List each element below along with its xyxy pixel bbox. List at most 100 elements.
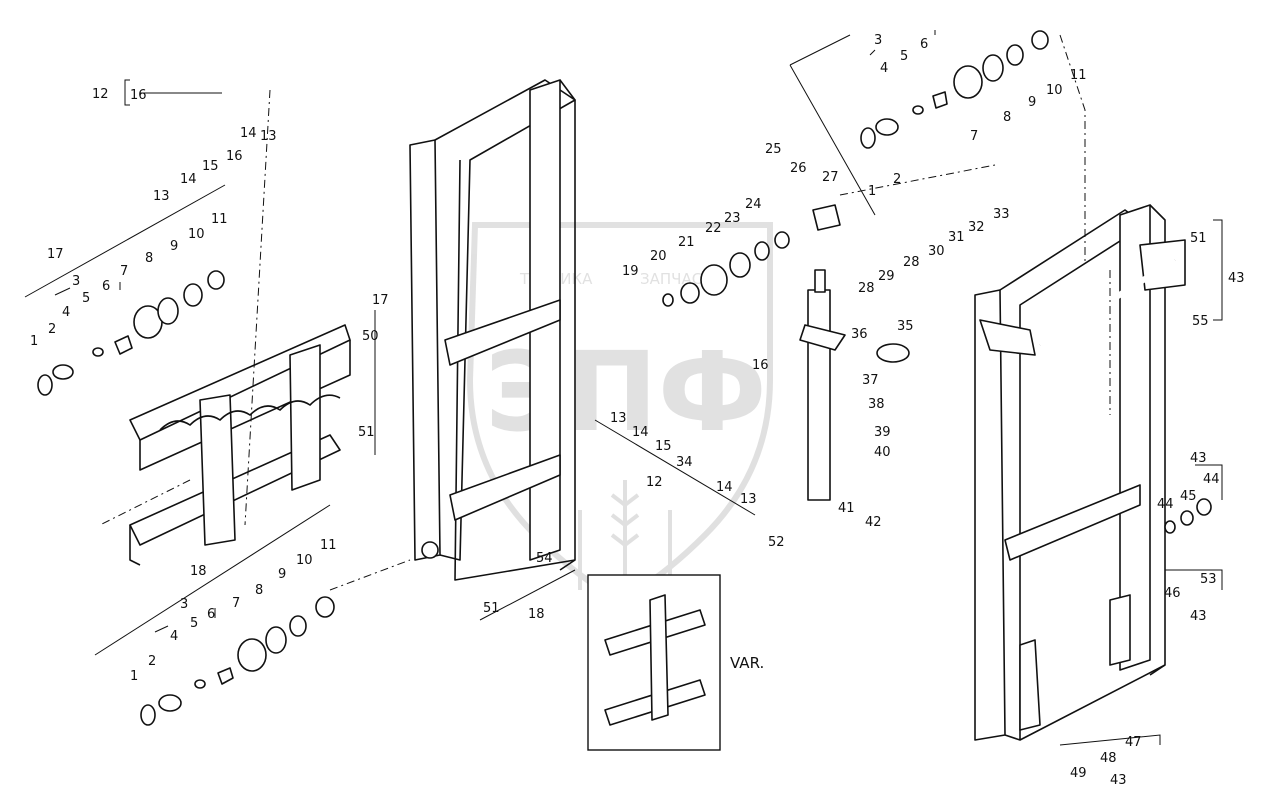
callout-8: 8 — [1003, 110, 1011, 125]
callout-11: 11 — [211, 212, 228, 227]
callout-18: 18 — [528, 607, 545, 622]
callout-7: 7 — [120, 264, 128, 279]
callout-9: 9 — [278, 567, 286, 582]
callout-11: 11 — [320, 538, 337, 553]
callout-5: 5 — [900, 49, 908, 64]
callout-4: 4 — [62, 305, 70, 320]
callout-50: 50 — [362, 329, 379, 344]
callout-32: 32 — [968, 220, 985, 235]
callout-8: 8 — [145, 251, 153, 266]
callout-42: 42 — [865, 515, 882, 530]
callout-13: 13 — [740, 492, 757, 507]
callout-36: 36 — [851, 327, 868, 342]
callout-13: 13 — [153, 189, 170, 204]
callout-27: 27 — [822, 170, 839, 185]
wheat-icon — [578, 480, 672, 590]
callout-14: 14 — [632, 425, 649, 440]
callout-20: 20 — [650, 249, 667, 264]
callout-54: 54 — [536, 551, 553, 566]
leader-lines — [24, 30, 1223, 746]
roller-assemblies — [37, 30, 1212, 726]
callout-13: 13 — [260, 129, 277, 144]
callout-4: 4 — [170, 629, 178, 644]
callout-2: 2 — [893, 172, 901, 187]
callout-13: 13 — [610, 411, 627, 426]
callout-51: 51 — [483, 601, 500, 616]
callout-6: 6 — [207, 607, 215, 622]
callout-16: 16 — [130, 88, 147, 103]
callout-5: 5 — [82, 291, 90, 306]
callout-21: 21 — [678, 235, 695, 250]
lift-cylinder — [799, 204, 910, 501]
callout-53: 53 — [1200, 572, 1217, 587]
callout-7: 7 — [232, 596, 240, 611]
callout-23: 23 — [724, 211, 741, 226]
callout-26: 26 — [790, 161, 807, 176]
variant-inset: VAR. — [587, 574, 764, 751]
callout-52: 52 — [768, 535, 785, 550]
callout-16: 16 — [752, 358, 769, 373]
callout-2: 2 — [148, 654, 156, 669]
callout-45: 45 — [1180, 489, 1197, 504]
callout-8: 8 — [255, 583, 263, 598]
callout-44: 44 — [1157, 497, 1174, 512]
callout-17: 17 — [47, 247, 64, 262]
callout-16: 16 — [226, 149, 243, 164]
callout-3: 3 — [72, 274, 80, 289]
callout-6: 6 — [102, 279, 110, 294]
callout-14: 14 — [716, 480, 733, 495]
callout-12: 12 — [646, 475, 663, 490]
callout-28: 28 — [858, 281, 875, 296]
callout-24: 24 — [745, 197, 762, 212]
callout-43: 43 — [1190, 451, 1207, 466]
callout-3: 3 — [180, 597, 188, 612]
callout-19: 19 — [622, 264, 639, 279]
callout-35: 35 — [897, 319, 914, 334]
callout-51: 51 — [1190, 231, 1207, 246]
callout-6: 6 — [920, 37, 928, 52]
right-mast — [974, 204, 1186, 741]
callout-9: 9 — [1028, 95, 1036, 110]
callout-48: 48 — [1100, 751, 1117, 766]
callout-51: 51 — [358, 425, 375, 440]
callout-28: 28 — [903, 255, 920, 270]
callout-5: 5 — [190, 616, 198, 631]
callout-43: 43 — [1110, 773, 1127, 788]
callout-7: 7 — [970, 129, 978, 144]
callout-1: 1 — [30, 334, 38, 349]
callout-31: 31 — [948, 230, 965, 245]
callout-4: 4 — [880, 61, 888, 76]
callout-49: 49 — [1070, 766, 1087, 781]
callout-39: 39 — [874, 425, 891, 440]
callout-18: 18 — [190, 564, 207, 579]
callout-11: 11 — [1070, 68, 1087, 83]
callout-15: 15 — [202, 159, 219, 174]
callout-47: 47 — [1125, 735, 1142, 750]
callout-1: 1 — [868, 184, 876, 199]
callout-40: 40 — [874, 445, 891, 460]
variant-label: VAR. — [730, 654, 764, 672]
callout-3: 3 — [874, 33, 882, 48]
callout-1: 1 — [130, 669, 138, 684]
left-carriage — [129, 324, 351, 566]
callout-10: 10 — [188, 227, 205, 242]
callout-14: 14 — [240, 126, 257, 141]
watermark-logo: ЭПФ — [485, 328, 767, 456]
callout-38: 38 — [868, 397, 885, 412]
callout-17: 17 — [372, 293, 389, 308]
callout-43: 43 — [1228, 271, 1245, 286]
callout-2: 2 — [48, 322, 56, 337]
callout-22: 22 — [705, 221, 722, 236]
callout-44: 44 — [1203, 472, 1220, 487]
callout-34: 34 — [676, 455, 693, 470]
callout-29: 29 — [878, 269, 895, 284]
callout-43: 43 — [1190, 609, 1207, 624]
callout-12: 12 — [92, 87, 109, 102]
callout-37: 37 — [862, 373, 879, 388]
callout-30: 30 — [928, 244, 945, 259]
callout-25: 25 — [765, 142, 782, 157]
center-mast — [409, 79, 576, 581]
callout-33: 33 — [993, 207, 1010, 222]
